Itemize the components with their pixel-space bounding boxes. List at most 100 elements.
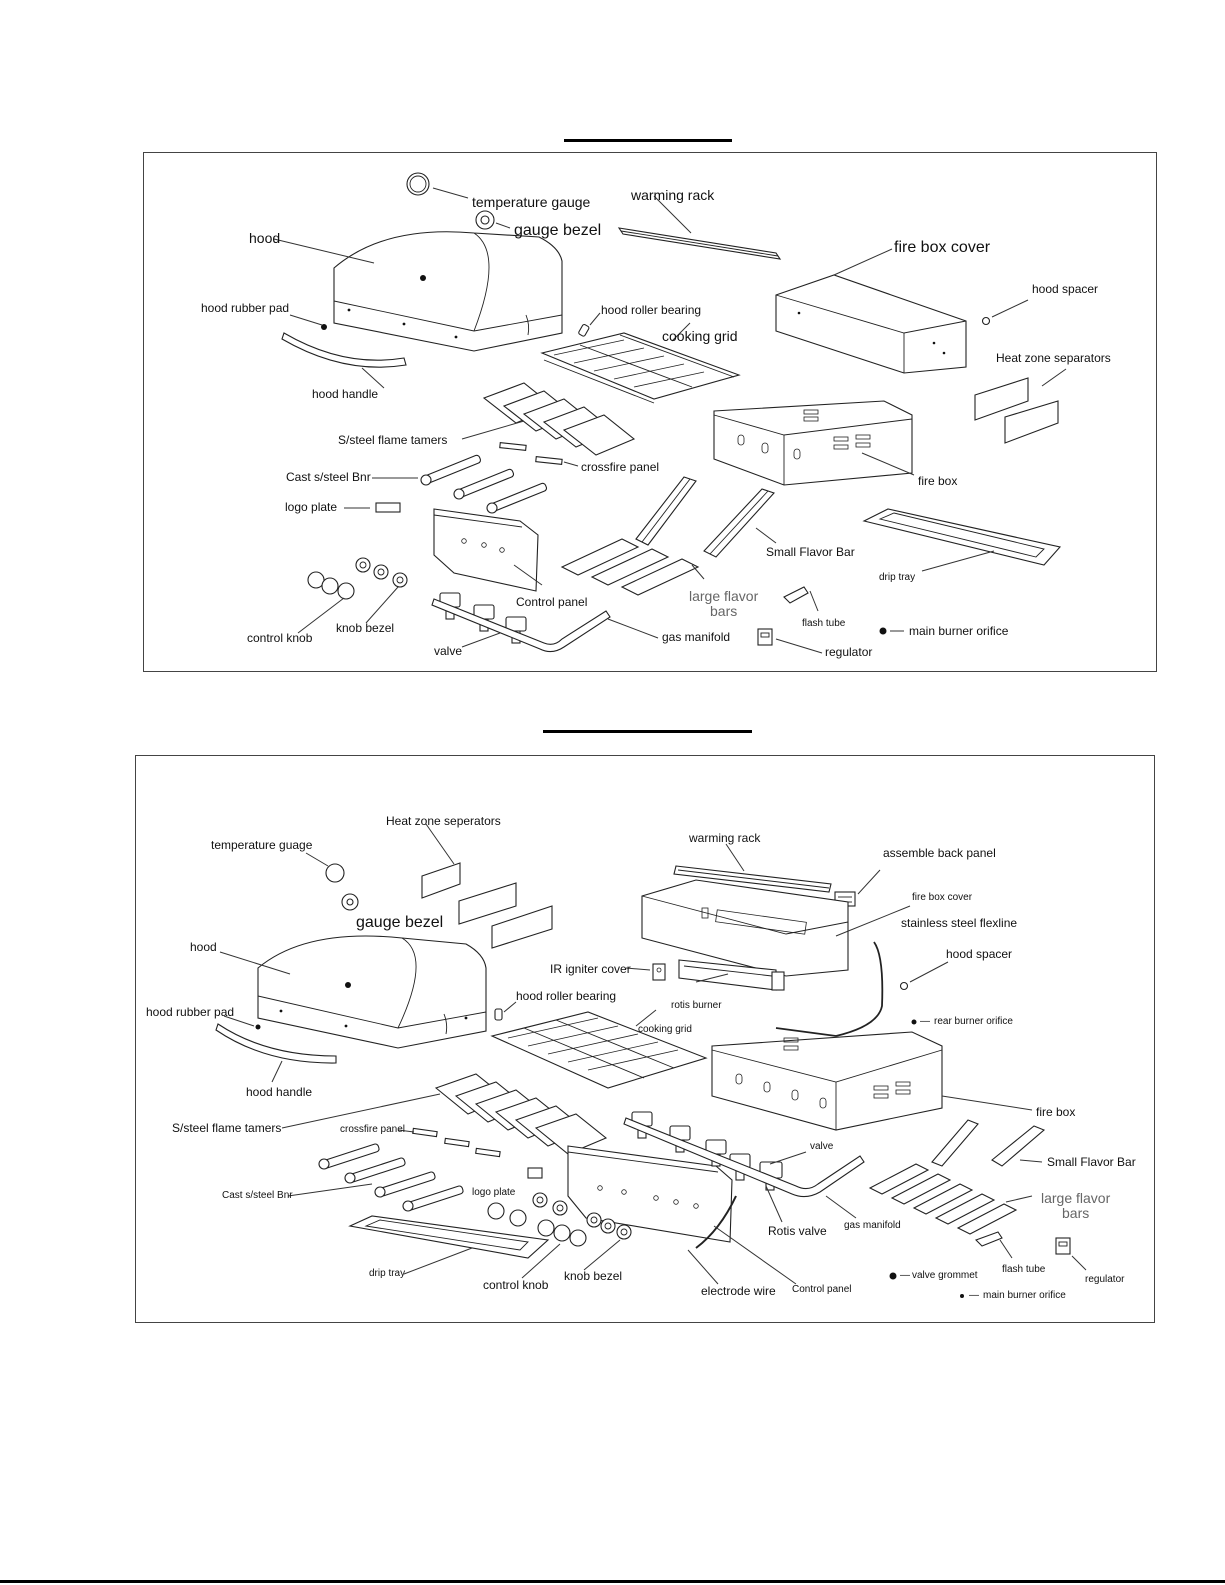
crossfire-panel-part-b <box>535 456 563 465</box>
label-assemble-back-panel: assemble back panel <box>883 846 996 860</box>
warming-rack-part <box>617 227 782 260</box>
label-hood-roller-bearing: hood roller bearing <box>516 989 617 1003</box>
label-large-flavor-bars: large flavor bars <box>689 588 759 619</box>
label-gauge-bezel: gauge bezel <box>356 914 444 931</box>
control-panel-part <box>567 1145 733 1243</box>
hood-roller-bearing-part <box>494 1008 503 1021</box>
flash-tube-part <box>783 586 809 604</box>
gauge-bezel-part <box>475 210 495 230</box>
label-small-flavor-bar: Small Flavor Bar <box>1047 1155 1136 1169</box>
label-main-burner-orifice: main burner orifice <box>909 624 1009 638</box>
crossfire-panel-part-a <box>499 442 527 451</box>
label-crossfire-panel: crossfire panel <box>581 460 660 474</box>
exploded-diagram-1: temperature gauge gauge bezel warming ra… <box>143 152 1157 672</box>
page-bottom-rule <box>0 1580 1225 1583</box>
valve-grommet-dash: — <box>900 1270 910 1281</box>
label-temperature-guage: temperature guage <box>211 838 313 852</box>
label-knob-bezel: knob bezel <box>336 621 395 635</box>
label-fire-box: fire box <box>1036 1105 1076 1119</box>
cast-burner-3-part <box>486 482 548 514</box>
crossfire-panel-part-c <box>475 1147 501 1158</box>
label-gas-manifold: gas manifold <box>662 630 731 644</box>
main-burner-orifice-part <box>960 1294 964 1298</box>
label-rotis-valve: Rotis valve <box>768 1224 827 1238</box>
label-drip-tray: drip tray <box>879 572 916 583</box>
logo-plate-part <box>527 1167 543 1179</box>
label-hood: hood <box>190 940 217 954</box>
label-drip-tray: drip tray <box>369 1268 406 1279</box>
heat-zone-seperator-1-part <box>421 862 461 899</box>
label-hood: hood <box>249 230 281 246</box>
label-warming-rack: warming rack <box>689 831 761 845</box>
label-rear-burner-orifice: rear burner orifice <box>934 1016 1013 1027</box>
label-fire-box-cover: fire box cover <box>894 239 991 256</box>
temperature-gauge-part <box>406 172 430 196</box>
rotis-burner-part <box>678 959 785 991</box>
diagram1-artwork <box>273 172 1067 654</box>
diagram1-title-underline <box>564 139 732 142</box>
rear-burner-orifice-dash: — <box>920 1016 930 1027</box>
cast-burner-1-part <box>318 1143 380 1170</box>
main-burner-orifice-part <box>879 627 887 635</box>
hood-roller-bearing-part <box>578 323 590 337</box>
cast-burner-1-part <box>420 454 482 486</box>
temperature-gauge-part <box>325 863 345 883</box>
cast-burner-2-part <box>344 1157 406 1184</box>
label-flash-tube: flash tube <box>802 618 846 629</box>
label-small-flavor-bar: Small Flavor Bar <box>766 545 855 559</box>
small-flavor-bar-2-part <box>703 488 775 558</box>
diagram2-artwork <box>215 823 1087 1298</box>
stainless-flexline-part <box>775 941 884 1037</box>
label-hood-handle: hood handle <box>246 1085 313 1099</box>
large-flavor-bars-part <box>868 1163 1018 1235</box>
gas-manifold-part <box>623 1117 865 1198</box>
regulator-part <box>757 628 773 646</box>
diagram2-title-underline <box>543 730 752 733</box>
cooking-grid-part <box>540 332 741 404</box>
label-crossfire-panel: crossfire panel <box>340 1124 406 1135</box>
control-knobs-part <box>307 571 355 600</box>
label-gas-manifold: gas manifold <box>844 1220 901 1231</box>
control-knobs-part <box>487 1202 587 1247</box>
valve-grommet-part <box>889 1272 897 1280</box>
cast-burner-4-part <box>402 1185 464 1212</box>
label-control-panel: Control panel <box>792 1284 852 1295</box>
label-warming-rack: warming rack <box>631 187 715 203</box>
label-hood-handle: hood handle <box>312 387 379 401</box>
gauge-bezel-part <box>341 893 359 911</box>
label-valve: valve <box>810 1141 834 1152</box>
regulator-part <box>1055 1237 1071 1255</box>
knob-bezels-part <box>355 557 408 588</box>
exploded-diagram-2: Heat zone seperators warming rack temper… <box>135 755 1155 1323</box>
label-ir-igniter-cover: IR igniter cover <box>550 962 631 976</box>
label-regulator: regulator <box>1085 1274 1125 1285</box>
main-burner-orifice-dash: — <box>969 1290 979 1301</box>
cooking-grid-part <box>490 1011 708 1089</box>
heat-zone-separator-1-part <box>974 377 1029 421</box>
label-main-burner-orifice: main burner orifice <box>983 1290 1066 1301</box>
label-cooking-grid: cooking grid <box>662 328 738 344</box>
heat-zone-separator-2-part <box>1004 400 1059 444</box>
label-control-panel: Control panel <box>516 595 588 609</box>
label-heat-zone-seperators: Heat zone seperators <box>386 814 501 828</box>
label-hood-spacer: hood spacer <box>946 947 1013 961</box>
label-flash-tube: flash tube <box>1002 1264 1046 1275</box>
flash-tube-part <box>975 1231 1003 1247</box>
label-fire-box: fire box <box>918 474 958 488</box>
fire-box-part <box>713 400 913 486</box>
label-heat-zone-separators: Heat zone separators <box>996 351 1111 365</box>
flame-tamers-part <box>482 382 636 456</box>
label-temperature-gauge: temperature gauge <box>472 194 591 210</box>
small-flavor-bar-1-part <box>931 1119 979 1167</box>
label-cast-bnr: Cast s/steel Bnr <box>222 1190 293 1201</box>
label-rotis-burner: rotis burner <box>671 1000 722 1011</box>
hood-part <box>333 231 563 352</box>
label-gauge-bezel: gauge bezel <box>514 222 602 239</box>
label-valve-grommet: valve grommet <box>912 1270 978 1281</box>
logo-plate-part <box>375 502 401 513</box>
knob-bezels-part <box>532 1192 632 1240</box>
small-flavor-bar-1-part <box>635 476 697 546</box>
small-flavor-bar-2-part <box>991 1125 1046 1167</box>
label-valve: valve <box>434 644 463 658</box>
drip-tray-part <box>348 1215 550 1259</box>
